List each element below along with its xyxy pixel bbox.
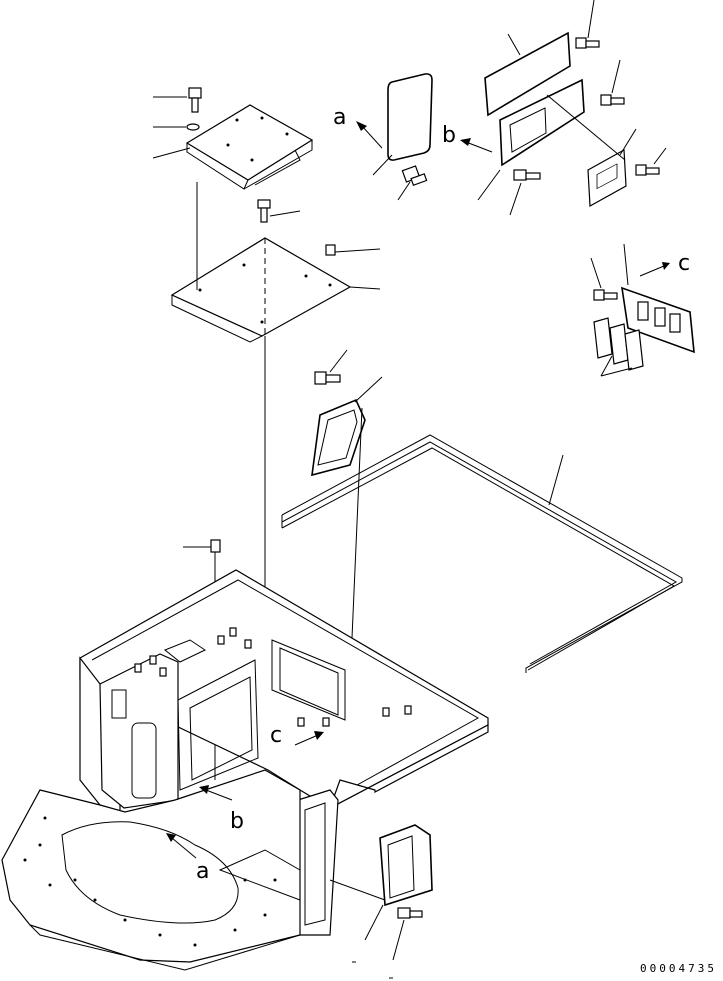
view-arrow-c-top: c — [639, 251, 690, 277]
bolt-top-2 — [397, 165, 428, 201]
nut-mid — [325, 244, 381, 256]
small-panel-label — [587, 128, 637, 207]
middle-cover-plate — [170, 237, 381, 343]
view-label-c-top: c — [678, 251, 690, 276]
switches — [593, 317, 644, 377]
view-arrow-a-top: a — [333, 105, 383, 149]
side-cover-lower — [364, 824, 433, 941]
weather-strip — [281, 434, 683, 673]
floor-holes — [23, 816, 277, 947]
bolt-top-right-4 — [509, 169, 541, 216]
bolt-mid-1 — [257, 199, 301, 223]
inspection-cover — [311, 376, 383, 477]
bolt-side-cover — [392, 907, 423, 961]
view-label-a-top: a — [333, 105, 346, 130]
bolt-top-right-3 — [635, 147, 667, 176]
access-frame-b — [477, 78, 585, 201]
view-arrow-b-top: b — [442, 123, 493, 153]
view-label-a-floor: a — [196, 859, 209, 884]
bolt-top-1 — [188, 87, 202, 113]
switch-panel-c — [621, 243, 695, 354]
upper-right-cover — [484, 31, 571, 117]
rounded-cover-a — [372, 73, 433, 176]
view-label-b-floor: b — [230, 809, 244, 834]
washer — [186, 123, 200, 131]
view-label-c-floor: c — [270, 723, 282, 748]
top-cover-plate — [185, 104, 314, 190]
view-label-b-top: b — [442, 123, 456, 148]
top-cover-plate-assembly — [152, 87, 314, 190]
view-arrow-c-floor: c — [270, 723, 324, 748]
frame-studs — [134, 627, 412, 727]
bolt-top-right-1 — [575, 0, 600, 49]
view-arrow-a-floor: a — [166, 833, 209, 884]
drawing-reference-number: 00004735 — [640, 962, 717, 975]
bolt-inspection — [314, 349, 348, 385]
bolt-switch-panel — [590, 257, 618, 301]
view-arrow-b-floor: b — [199, 785, 244, 834]
bolt-top-right-2 — [600, 59, 625, 106]
cab-floor-frame — [1, 569, 489, 971]
